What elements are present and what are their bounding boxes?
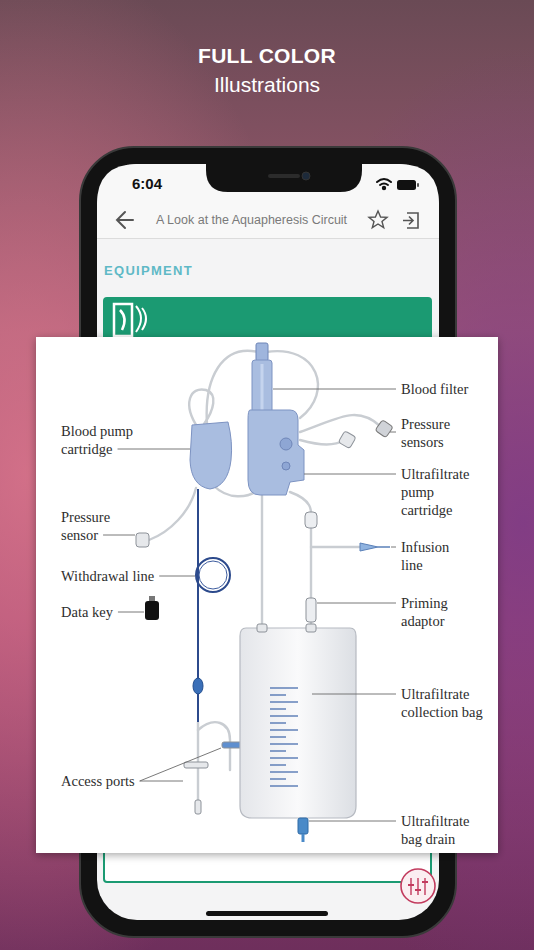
camera [302,172,310,180]
scale-tick [270,750,286,751]
scale-tick [270,722,286,723]
nav-bar [97,164,439,238]
part-label: Access ports [61,772,161,790]
leader-line [118,449,190,450]
star-icon [369,211,387,228]
heading: FULL COLOR [67,43,467,69]
part-label: Infusion line [401,538,471,574]
access-port [184,742,242,814]
divider [97,238,439,239]
withdrawal-line [193,489,230,722]
clock: 6:04 [124,175,170,193]
part-label: Ultrafiltrate collection bag [401,685,483,721]
speaker [268,174,300,178]
part-label: Blood pump cartridge [61,422,141,458]
leader-line [140,748,221,781]
scale-tick [270,743,298,744]
scale-tick [270,771,298,772]
part-label: Priming adaptor [401,594,471,630]
section-heading: EQUIPMENT [104,263,254,279]
scale-tick [270,778,286,779]
part-label: Blood filter [401,380,491,398]
scale-tick [270,687,298,688]
bag-scale [270,688,298,786]
panel-logo [114,304,132,336]
leader-line [317,603,396,604]
aquapheresis-circuit [136,343,393,842]
leader-line [390,432,396,433]
panel-header [104,298,431,340]
leader-line [273,389,396,390]
home-indicator [206,911,328,916]
scale-tick [270,785,298,786]
panel-logo [136,306,146,332]
scale-tick [270,701,298,702]
wifi-icon [377,179,391,189]
leader-line [140,781,183,782]
back-arrow [117,212,133,228]
leader-line [159,576,195,577]
leader-line [391,547,396,548]
blood-pump-cartridge [190,422,232,489]
leader-line [312,694,396,695]
part-label: Data key [61,603,141,621]
scale-tick [270,715,298,716]
part-label: Ultrafiltrate bag drain [401,812,483,848]
battery-icon [397,180,419,190]
data-key [145,596,159,620]
part-label: Pressure sensors [401,415,471,451]
leader-line [304,474,396,475]
leader-line [309,821,396,822]
part-label: Ultrafiltrate pump cartridge [401,465,483,519]
leader-line [103,535,135,536]
page-title: A Look at the Aquapheresis Circuit [156,212,361,228]
subheading: Illustrations [67,72,467,98]
exit-icon [403,213,418,228]
leader-line [118,612,144,613]
toolbar-icon [401,869,435,903]
part-label: Pressure sensor [61,508,123,544]
scale-tick [270,764,286,765]
infusion-line [305,512,390,551]
scale-tick [270,736,286,737]
priming-adaptor [306,598,316,622]
scale-tick [270,757,298,758]
collection-bag [240,624,356,842]
ultrafiltrate-pump-cartridge [248,410,304,495]
part-label: Withdrawal line [61,567,181,585]
scale-tick [270,708,286,709]
scale-tick [270,729,298,730]
scale-tick [270,694,286,695]
illustration-card [36,337,498,853]
notch [206,164,362,192]
